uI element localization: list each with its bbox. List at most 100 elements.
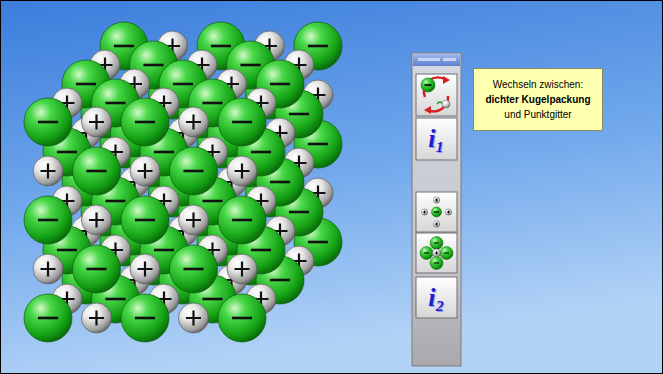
minus-sign <box>240 64 260 67</box>
cation-icon <box>442 100 450 108</box>
minus-sign <box>38 317 58 320</box>
minus-sign <box>289 113 309 116</box>
sodium-ion <box>130 254 160 284</box>
sodium-ion <box>33 254 63 284</box>
sodium-ion <box>82 205 112 235</box>
plus-sign <box>89 115 104 130</box>
chloride-ion <box>170 245 218 293</box>
plus-sign <box>235 262 250 277</box>
minus-sign <box>232 219 252 222</box>
ion-sphere <box>170 245 218 293</box>
ion-sphere <box>179 107 209 137</box>
chloride-ion <box>218 98 266 146</box>
ion-sphere <box>24 196 72 244</box>
chloride-ion <box>121 294 169 342</box>
ion-sphere <box>170 147 218 195</box>
plus-sign <box>235 164 250 179</box>
chloride-ion <box>121 98 169 146</box>
minus-sign <box>154 151 174 154</box>
minus-sign <box>76 83 96 86</box>
minus-sign <box>135 317 155 320</box>
minus-sign <box>143 64 163 67</box>
minus-sign <box>57 249 77 252</box>
sodium-ion <box>179 205 209 235</box>
ion-sphere <box>121 196 169 244</box>
minus-sign <box>308 45 328 48</box>
plus-sign <box>186 311 201 326</box>
chloride-ion <box>121 196 169 244</box>
minus-sign <box>183 170 203 173</box>
minus-sign <box>114 45 134 48</box>
minus-sign <box>308 241 328 244</box>
minus-sign <box>105 102 125 105</box>
ion-sphere <box>73 245 121 293</box>
chloride-ion <box>218 294 266 342</box>
info-icon-text: i₂ <box>428 285 444 311</box>
titlebar-grip <box>418 58 440 61</box>
ion-sphere <box>218 196 266 244</box>
minus-sign <box>251 151 271 154</box>
sodium-ion <box>130 156 160 186</box>
minus-sign <box>425 84 432 86</box>
sodium-ion <box>179 303 209 333</box>
minus-sign <box>38 219 58 222</box>
ion-sphere <box>24 98 72 146</box>
info-button: i₂ <box>416 277 457 318</box>
ion-sphere <box>179 205 209 235</box>
swap-arrowhead <box>424 106 431 114</box>
plus-sign <box>41 262 56 277</box>
minus-sign <box>105 298 125 301</box>
ion-sphere <box>179 303 209 333</box>
minus-sign <box>270 279 290 282</box>
tooltip-text: und Punktgitter <box>484 107 592 122</box>
chloride-ion <box>24 196 72 244</box>
minus-sign <box>86 268 106 271</box>
minus-sign <box>173 83 193 86</box>
point-lattice-icon <box>421 197 451 227</box>
plus-sign <box>89 311 104 326</box>
minus-sign <box>135 219 155 222</box>
sodium-ion <box>227 156 257 186</box>
sodium-ion <box>82 303 112 333</box>
sodium-ion <box>179 107 209 137</box>
lattice-button <box>416 192 457 232</box>
chloride-ion <box>218 196 266 244</box>
plus-sign <box>41 164 56 179</box>
ion-sphere <box>82 107 112 137</box>
ion-sphere <box>33 156 63 186</box>
ion-sphere <box>121 294 169 342</box>
ion-sphere <box>227 156 257 186</box>
plus-sign <box>186 115 201 130</box>
ion-sphere <box>82 205 112 235</box>
minus-sign <box>202 102 222 105</box>
minus-sign <box>289 211 309 214</box>
sphere-packing-icon <box>420 237 453 270</box>
chloride-ion <box>24 98 72 146</box>
info-button <box>416 277 457 318</box>
plus-sign <box>89 213 104 228</box>
tooltip-box: Wechseln zwischen:dichter Kugelpackungun… <box>473 68 603 131</box>
switch-button <box>416 74 457 116</box>
titlebar-grip <box>443 58 456 61</box>
minus-sign <box>202 298 222 301</box>
minus-sign <box>135 121 155 124</box>
minus-sign <box>270 83 290 86</box>
minus-sign <box>105 200 125 203</box>
chloride-ion <box>24 294 72 342</box>
sodium-ion <box>227 254 257 284</box>
info-button <box>416 118 457 160</box>
minus-sign <box>183 268 203 271</box>
ion-sphere <box>73 147 121 195</box>
ion-sphere <box>218 98 266 146</box>
anion-icon <box>421 78 435 92</box>
plus-sign <box>186 213 201 228</box>
minus-sign <box>308 143 328 146</box>
tooltip-text: dichter Kugelpackung <box>484 92 592 107</box>
minus-sign <box>251 249 271 252</box>
ion-sphere <box>130 156 160 186</box>
info-icon-text: i₁ <box>428 126 444 152</box>
sodium-ion <box>33 156 63 186</box>
